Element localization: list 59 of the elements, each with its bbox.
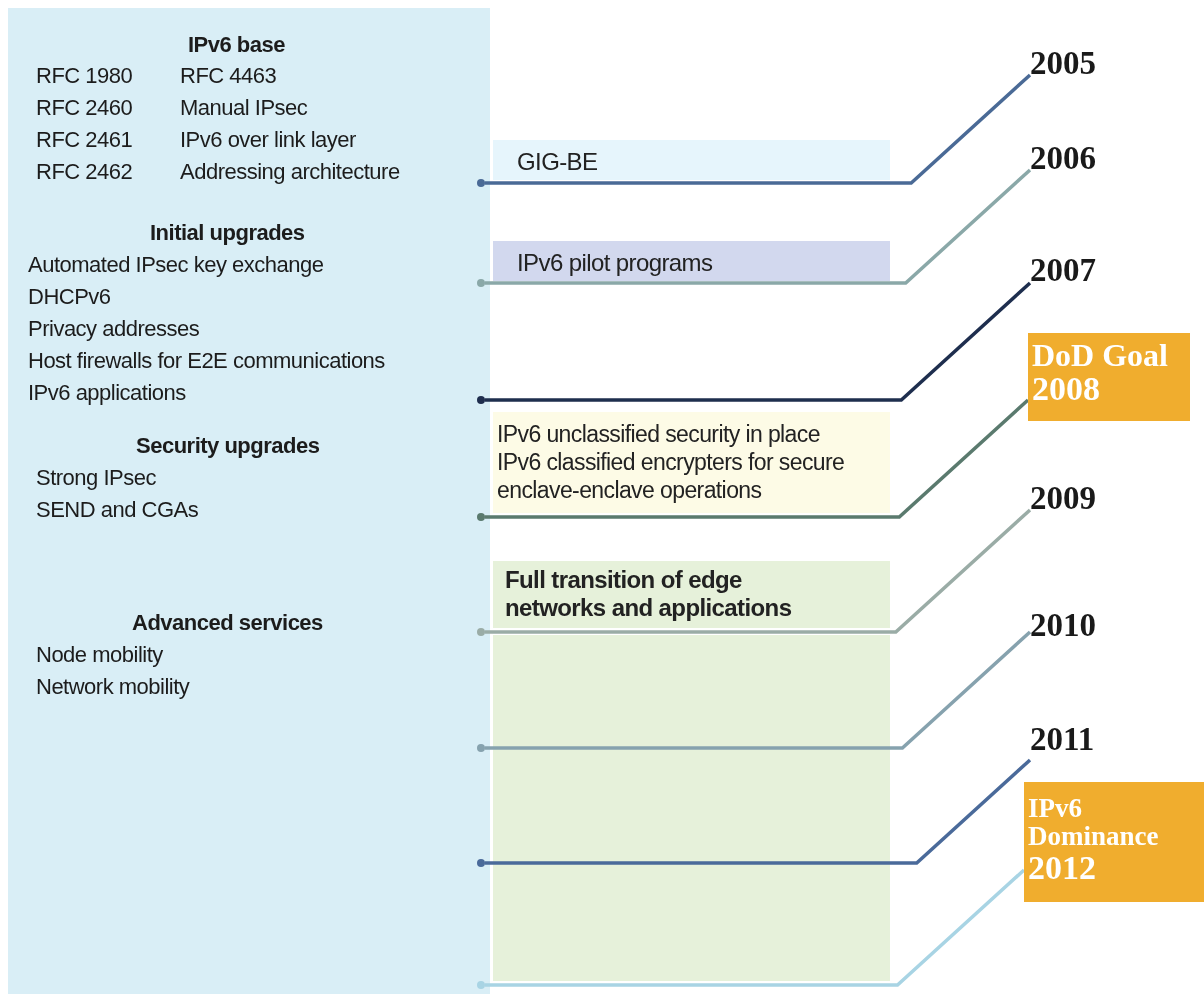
timeline-line bbox=[485, 630, 1032, 750]
timeline-dot bbox=[477, 981, 485, 989]
list-item: SEND and CGAs bbox=[36, 497, 199, 523]
list-item: Host firewalls for E2E communications bbox=[28, 348, 385, 374]
year-label: 2010 bbox=[1030, 606, 1096, 644]
timeline-dot bbox=[477, 513, 485, 521]
year-label: 2006 bbox=[1030, 139, 1096, 177]
year-label: 2012 bbox=[1028, 850, 1097, 886]
phase-box bbox=[493, 412, 890, 513]
phase-text: IPv6 pilot programs bbox=[517, 249, 714, 277]
timeline-line bbox=[485, 868, 1026, 987]
list-item: Node mobility bbox=[36, 642, 163, 668]
section-heading: Initial upgrades bbox=[150, 220, 305, 246]
list-item: IPv6 over link layer bbox=[180, 127, 356, 153]
milestone-title: DoD Goal bbox=[1032, 339, 1169, 371]
phase-box bbox=[493, 561, 890, 628]
timeline-line bbox=[485, 508, 1032, 634]
list-item: Addressing architecture bbox=[180, 159, 400, 185]
list-item: RFC 4463 bbox=[180, 63, 277, 89]
year-label: 2008 bbox=[1032, 371, 1101, 407]
list-item: Privacy addresses bbox=[28, 316, 200, 342]
year-label: 2011 bbox=[1030, 720, 1095, 758]
section-heading: Advanced services bbox=[132, 610, 323, 636]
timeline-line bbox=[485, 758, 1032, 865]
phase-text: GIG-BE bbox=[517, 148, 599, 176]
timeline-line bbox=[485, 398, 1030, 519]
side-panel bbox=[8, 8, 490, 994]
timeline-line bbox=[485, 281, 1032, 402]
year-label: 2005 bbox=[1030, 44, 1096, 82]
timeline-dot bbox=[477, 744, 485, 752]
timeline-dot bbox=[477, 628, 485, 636]
milestone-box bbox=[1024, 782, 1204, 902]
timeline-dot bbox=[477, 859, 485, 867]
milestone-box bbox=[1028, 333, 1190, 421]
list-item: DHCPv6 bbox=[28, 284, 111, 310]
phase-text: IPv6 unclassified security in place bbox=[497, 420, 821, 448]
year-label: 2007 bbox=[1030, 251, 1096, 289]
phase-text: IPv6 classified encrypters for secure enclave-enclave operations bbox=[497, 448, 846, 504]
timeline-line bbox=[485, 73, 1032, 185]
section-heading: Security upgrades bbox=[136, 433, 320, 459]
list-item: RFC 2462 bbox=[36, 159, 133, 185]
list-item: Automated IPsec key exchange bbox=[28, 252, 324, 278]
list-item: Strong IPsec bbox=[36, 465, 156, 491]
list-item: RFC 2460 bbox=[36, 95, 133, 121]
list-item: RFC 1980 bbox=[36, 63, 133, 89]
timeline-dot bbox=[477, 179, 485, 187]
timeline-dot bbox=[477, 396, 485, 404]
list-item: Manual IPsec bbox=[180, 95, 308, 121]
list-item: IPv6 applications bbox=[28, 380, 186, 406]
list-item: RFC 2461 bbox=[36, 127, 133, 153]
phase-box bbox=[493, 241, 890, 281]
phase-box bbox=[493, 140, 890, 180]
section-heading: IPv6 base bbox=[188, 32, 285, 58]
milestone-title: IPv6 Dominance bbox=[1028, 794, 1160, 850]
timeline-line bbox=[485, 168, 1032, 285]
timeline-dot bbox=[477, 279, 485, 287]
phase-text: Full transition of edge networks and applications bbox=[505, 566, 793, 622]
list-item: Network mobility bbox=[36, 674, 190, 700]
year-label: 2009 bbox=[1030, 479, 1096, 517]
